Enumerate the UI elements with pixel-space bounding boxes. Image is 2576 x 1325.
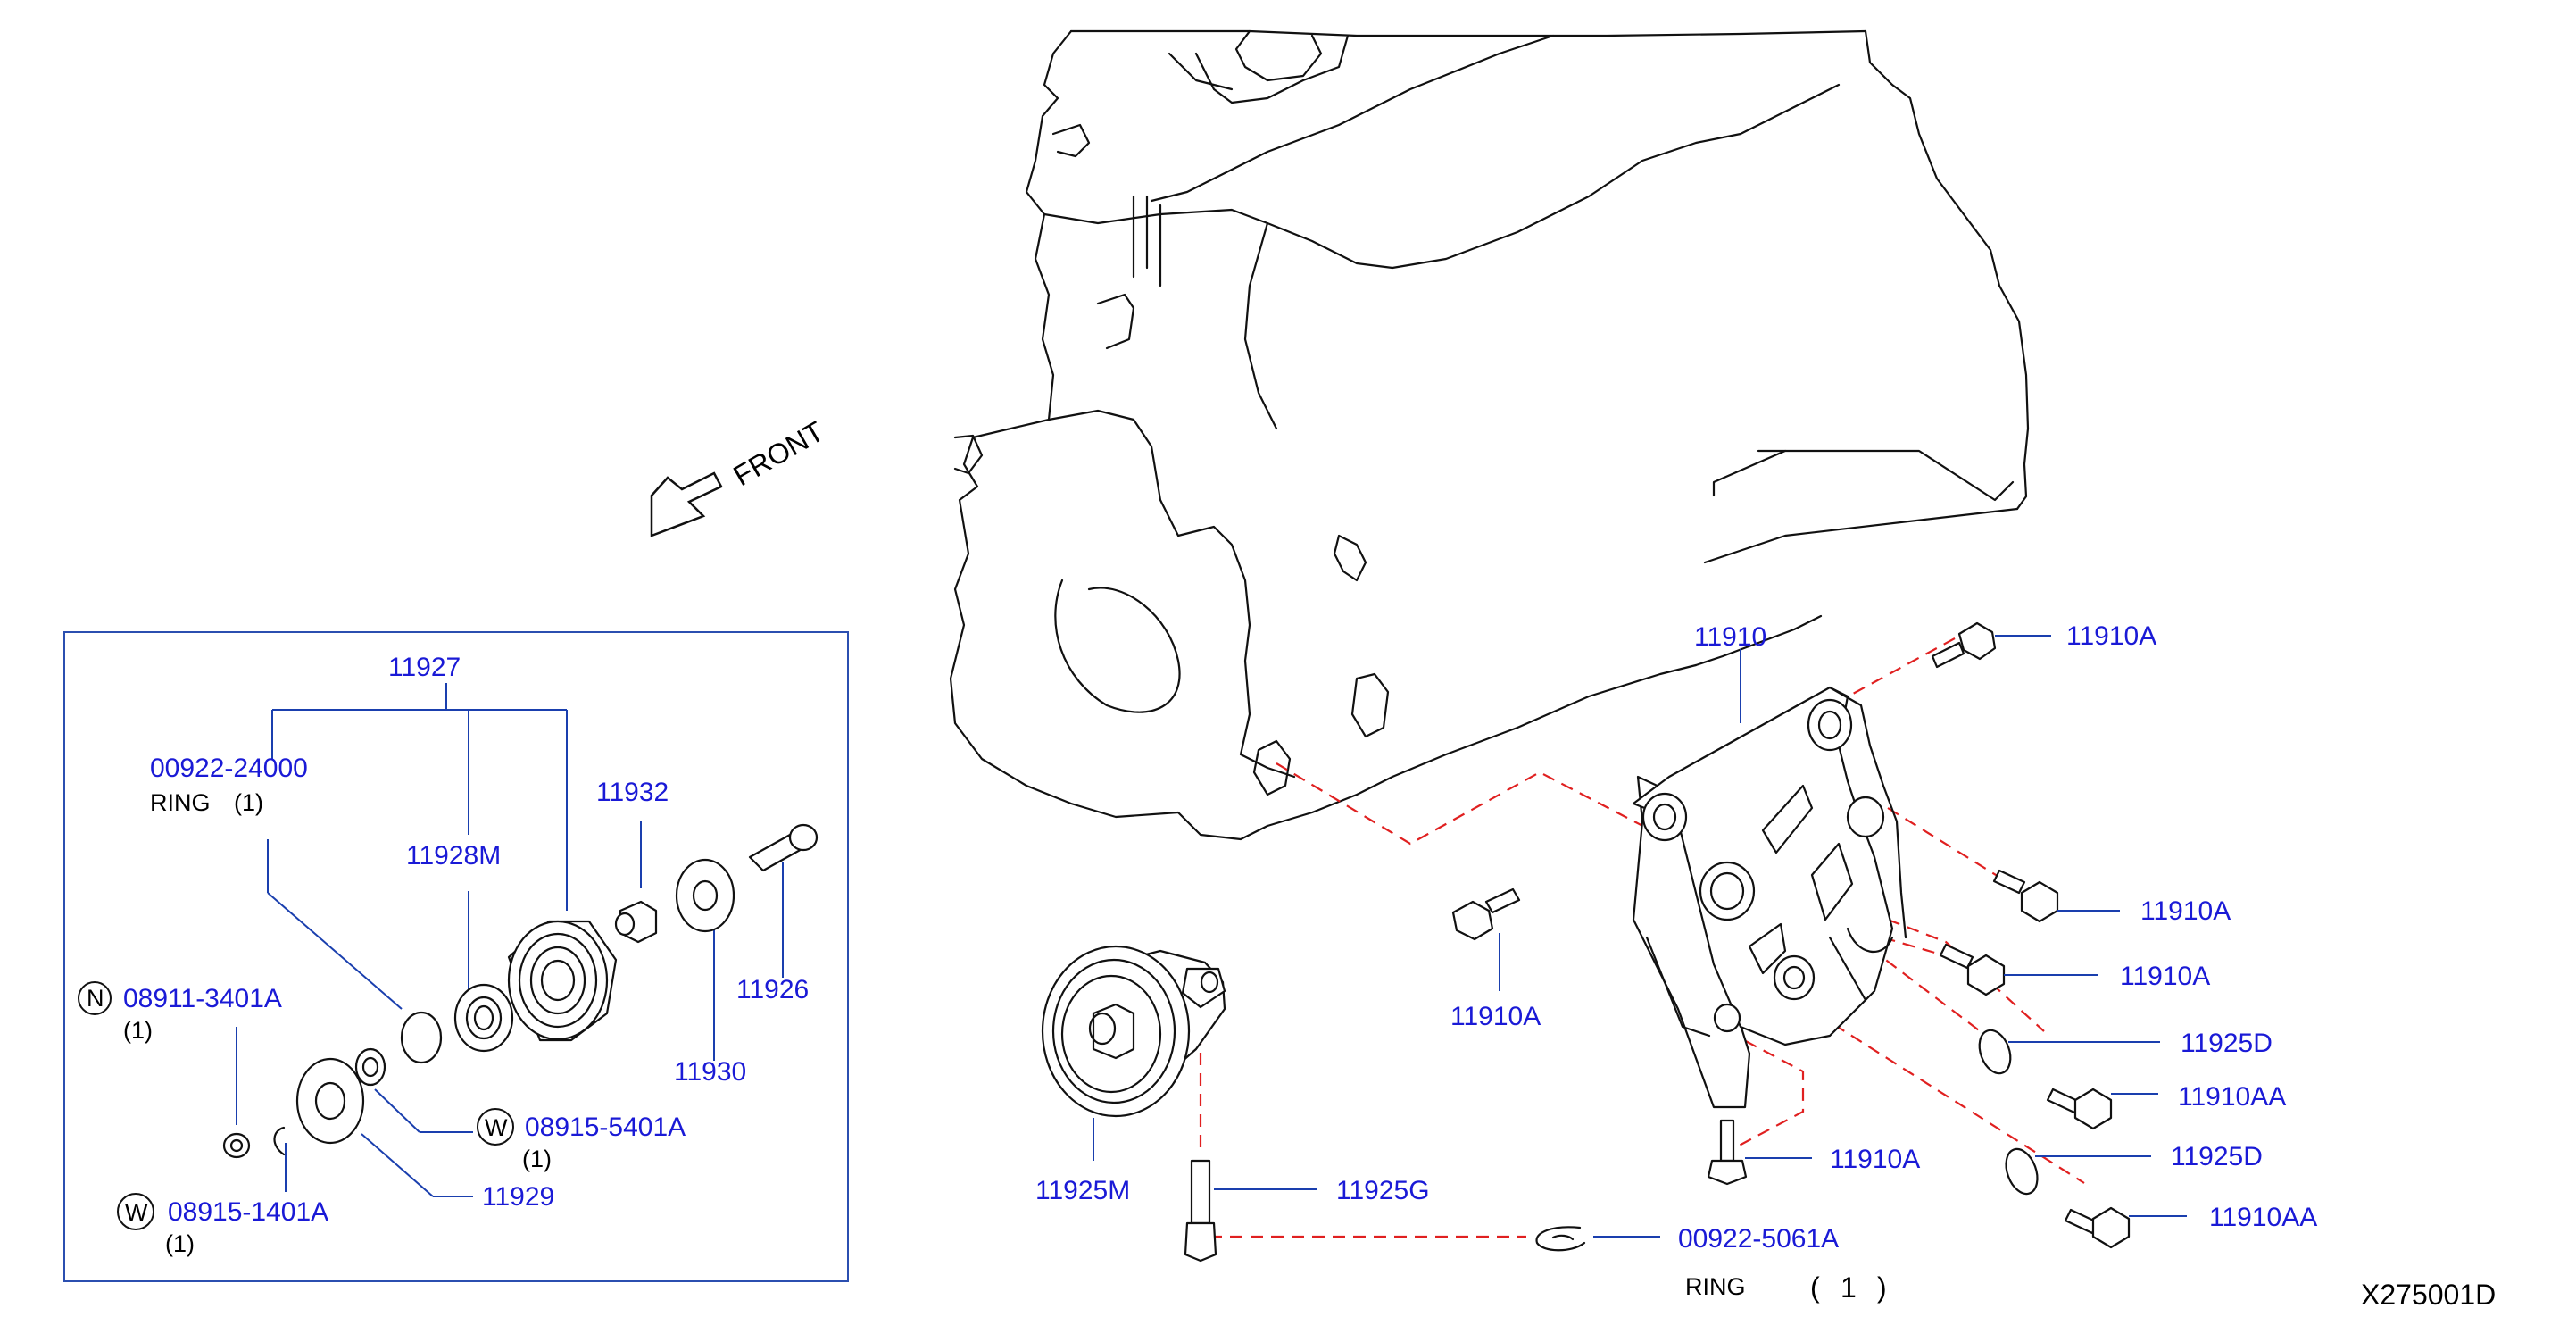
idler-pulley-drawing	[1041, 945, 1226, 1118]
washer-w2-badge-letter: W	[125, 1199, 148, 1226]
bolt-top-label: 11910A	[2066, 621, 2156, 651]
ring-main-text: RING	[1685, 1273, 1746, 1300]
nut-badge	[78, 981, 112, 1015]
bolt-drawings	[1184, 621, 2131, 1262]
idler-pulley-label: 11925M	[1035, 1176, 1130, 1205]
main-leader-lines	[1093, 635, 2187, 1238]
front-arrow-icon	[650, 471, 723, 538]
ring-part-shape	[400, 1011, 443, 1064]
ring-main-qty-open: (	[1810, 1271, 1820, 1304]
ring-text: RING	[150, 789, 211, 816]
washer-w-part-label: 08915-5401A	[525, 1112, 686, 1142]
bolt-left-label: 11910A	[1450, 1002, 1541, 1031]
washer-w-badge-letter: W	[485, 1114, 508, 1141]
nut-qty: (1)	[123, 1017, 153, 1044]
ring-main-qty: 1	[1841, 1271, 1857, 1304]
diagram-code: X275001D	[2361, 1279, 2496, 1311]
bolt-right2-label: 11910A	[2120, 962, 2210, 991]
assembly-label: 11927	[388, 653, 461, 682]
bolt-bottom-label: 11910A	[1830, 1145, 1920, 1174]
washer-d2-label: 11925D	[2171, 1142, 2263, 1171]
ring-qty: (1)	[234, 789, 263, 816]
ring-part-main-label: 00922-5061A	[1678, 1224, 1839, 1254]
washer-w-badge	[477, 1108, 514, 1146]
washer-w2-badge	[117, 1193, 154, 1230]
bolt-aa1-label: 11910AA	[2178, 1082, 2286, 1112]
nut-badge-letter: N	[87, 985, 104, 1012]
front-label: FRONT	[728, 415, 829, 492]
bracket-drawing	[1632, 686, 1907, 1109]
bolt-right1-label: 11910A	[2140, 896, 2231, 926]
inset-leader-lines	[236, 683, 784, 1197]
ring-part-label: 00922-24000	[150, 754, 308, 783]
washer-label: 11930	[674, 1057, 746, 1087]
pulley-assembly-drawing	[222, 823, 819, 1159]
washer-w2-part-label: 08915-1401A	[168, 1197, 328, 1227]
ring-main-qty-close: )	[1877, 1271, 1887, 1304]
washer-d1-label: 11925D	[2181, 1029, 2273, 1058]
bolt-aa2-label: 11910AA	[2209, 1203, 2317, 1232]
bolt-label: 11926	[736, 975, 809, 1004]
stud-label: 11925G	[1336, 1176, 1430, 1205]
inset-frame	[63, 631, 849, 1282]
engine-block-drawing	[949, 29, 2030, 841]
plate-label: 11929	[482, 1182, 554, 1212]
spacer-label: 11932	[596, 778, 669, 807]
washer-w-qty: (1)	[522, 1146, 552, 1172]
nut-part-label: 08911-3401A	[123, 984, 282, 1013]
pulley-inner-label: 11928M	[406, 841, 501, 871]
bracket-label: 11910	[1694, 622, 1766, 652]
washer-w2-qty: (1)	[165, 1230, 195, 1257]
